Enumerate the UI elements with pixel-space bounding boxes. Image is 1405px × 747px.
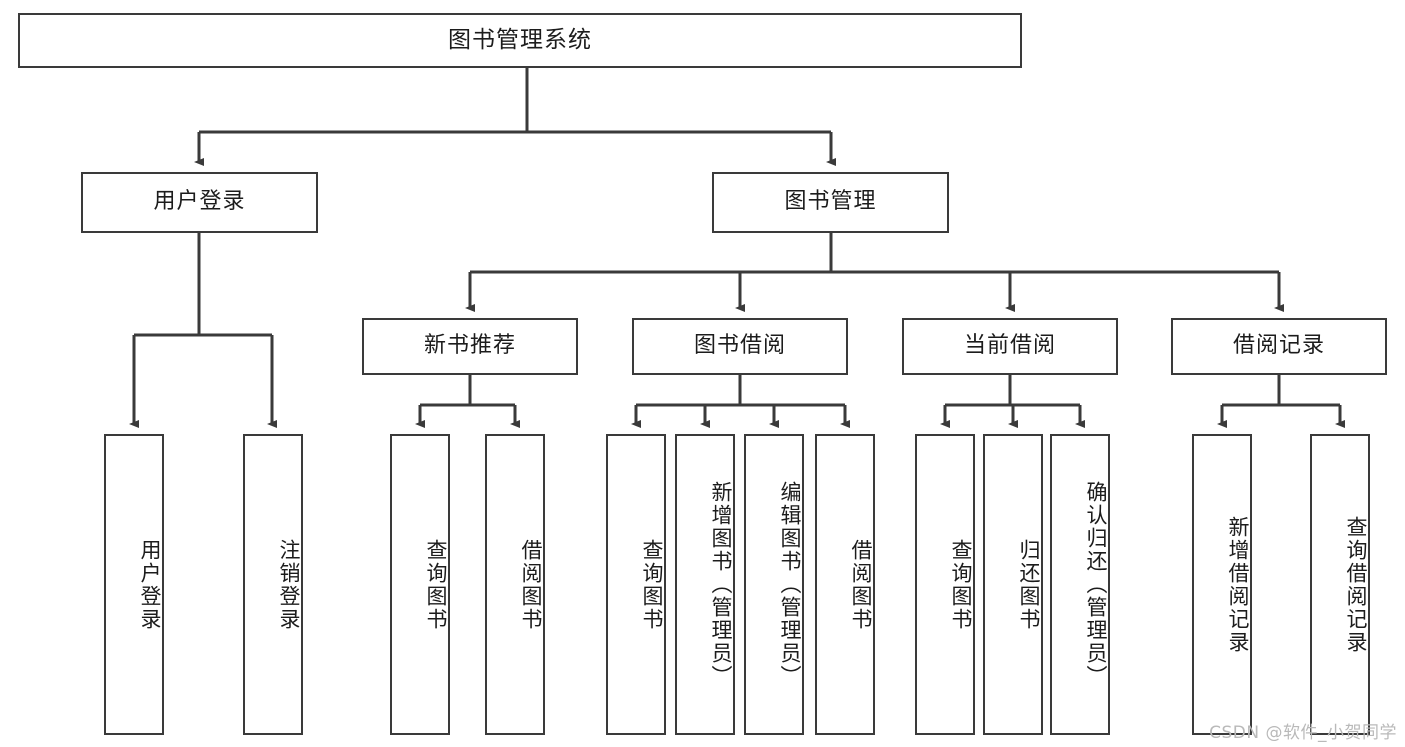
node-label: 查询图书 <box>949 538 973 631</box>
node-label: 查询图书 <box>424 538 448 631</box>
node-new-book-recommend[interactable]: 新书推荐 <box>362 318 578 375</box>
leaf-new-book-query-book[interactable]: 查询图书 <box>390 434 450 735</box>
node-current-borrow[interactable]: 当前借阅 <box>902 318 1118 375</box>
leaf-user-login-logout[interactable]: 注销登录 <box>243 434 303 735</box>
leaf-book-borrow-query-book[interactable]: 查询图书 <box>606 434 666 735</box>
leaf-book-borrow-edit-book-admin[interactable]: 编辑图书（管理员） <box>744 434 804 735</box>
node-label: 用户登录 <box>138 538 162 631</box>
leaf-borrow-record-query-record[interactable]: 查询借阅记录 <box>1310 434 1370 735</box>
node-label: 借阅图书 <box>519 538 543 631</box>
node-label: 注销登录 <box>277 538 301 631</box>
node-label: 借阅记录 <box>1232 333 1325 359</box>
node-label: 图书管理 <box>784 189 877 215</box>
csdn-watermark: CSDN @软件_小贺同学 <box>1209 723 1397 743</box>
node-label: 借阅图书 <box>849 538 873 631</box>
leaf-current-borrow-return-book[interactable]: 归还图书 <box>983 434 1043 735</box>
leaf-user-login-login[interactable]: 用户登录 <box>104 434 164 735</box>
leaf-borrow-record-add-record[interactable]: 新增借阅记录 <box>1192 434 1252 735</box>
leaf-book-borrow-borrow-book[interactable]: 借阅图书 <box>815 434 875 735</box>
node-label: 查询图书 <box>640 538 664 631</box>
leaf-current-borrow-query-book[interactable]: 查询图书 <box>915 434 975 735</box>
node-label: 新增借阅记录 <box>1226 515 1250 654</box>
node-label: 编辑图书（管理员） <box>778 481 802 688</box>
node-label: 当前借阅 <box>963 333 1056 359</box>
leaf-current-borrow-confirm-return-admin[interactable]: 确认归还（管理员） <box>1050 434 1110 735</box>
node-label: 图书借阅 <box>693 333 786 359</box>
leaf-book-borrow-add-book-admin[interactable]: 新增图书（管理员） <box>675 434 735 735</box>
node-root-book-management-system[interactable]: 图书管理系统 <box>18 13 1022 68</box>
node-label: 图书管理系统 <box>448 26 592 53</box>
node-label: 确认归还（管理员） <box>1084 481 1108 688</box>
node-label: 用户登录 <box>153 189 246 215</box>
node-label: 新增图书（管理员） <box>709 481 733 688</box>
node-book-borrow[interactable]: 图书借阅 <box>632 318 848 375</box>
leaf-new-book-borrow-book[interactable]: 借阅图书 <box>485 434 545 735</box>
node-book-management[interactable]: 图书管理 <box>712 172 949 233</box>
node-label: 新书推荐 <box>423 333 516 359</box>
node-label: 查询借阅记录 <box>1344 515 1368 654</box>
node-label: 归还图书 <box>1017 538 1041 631</box>
node-user-login[interactable]: 用户登录 <box>81 172 318 233</box>
node-borrow-record[interactable]: 借阅记录 <box>1171 318 1387 375</box>
